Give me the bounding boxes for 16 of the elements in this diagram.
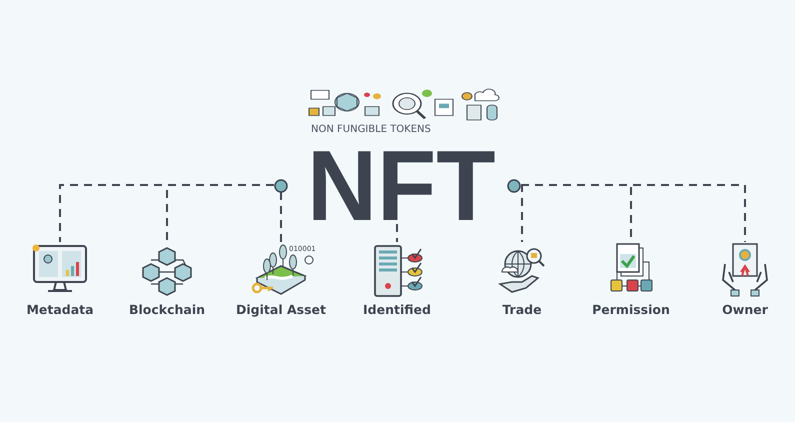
item-label: Trade: [502, 302, 542, 317]
circle-marker: [507, 178, 521, 192]
connector-line: [166, 184, 274, 242]
circle-marker: [274, 178, 288, 192]
connector-line: [520, 184, 523, 242]
connector-line: [396, 224, 398, 242]
item-label: Owner: [722, 302, 768, 317]
item-label: Blockchain: [128, 302, 206, 317]
connector-line: [521, 184, 746, 242]
item-label: Identified: [363, 302, 431, 317]
item-label: Metadata: [26, 302, 94, 317]
item-label: Permission: [592, 302, 670, 317]
connector-line: [280, 192, 282, 242]
title-text: NFT: [307, 136, 496, 236]
subtitle: NON FUNGIBLE TOKENS: [311, 124, 431, 135]
item-label: Digital Asset: [236, 302, 326, 317]
